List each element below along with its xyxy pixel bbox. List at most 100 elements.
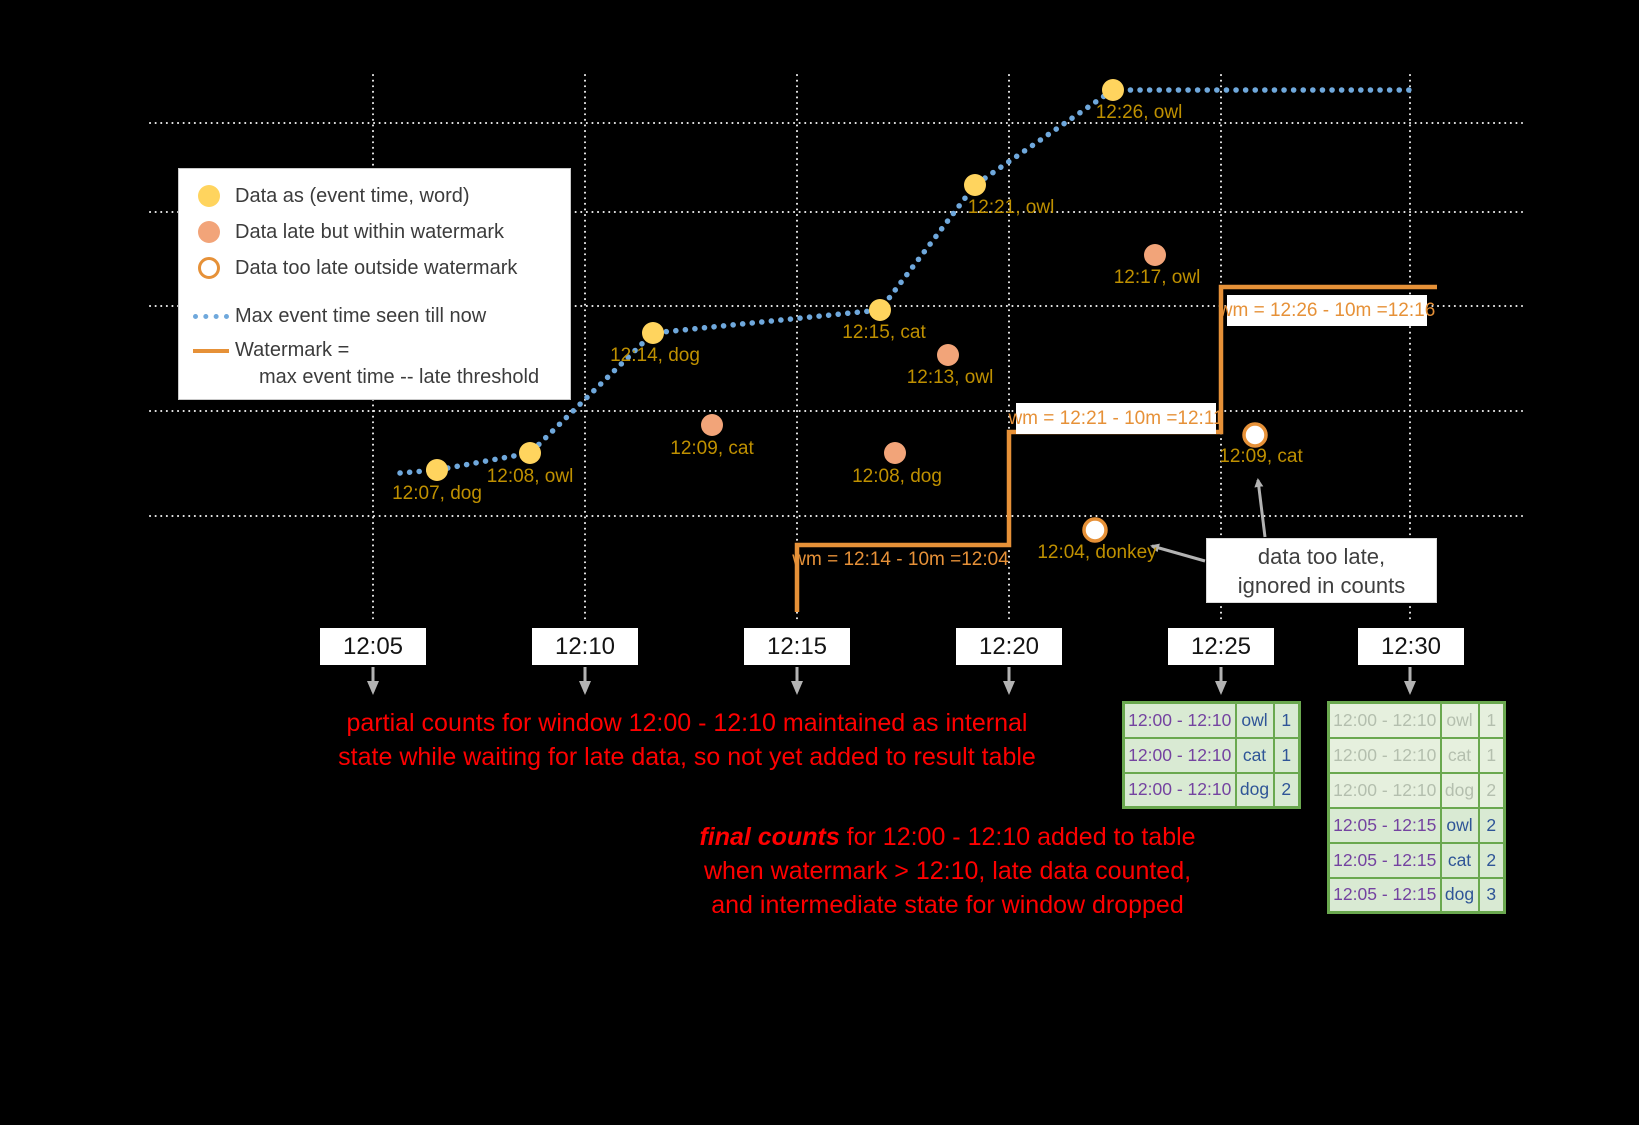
- data-point-ontime: [1102, 79, 1124, 101]
- toolate-arrow: [1150, 543, 1206, 563]
- legend-label: Data too late outside watermark: [235, 256, 518, 279]
- point-label: 12:15, cat: [842, 322, 926, 343]
- word-cell: cat: [1234, 736, 1275, 774]
- point-label: 12:09, cat: [1219, 446, 1303, 467]
- table-row: 12:05 - 12:15 cat 2: [1327, 841, 1506, 879]
- axis-tick-1220: 12:20: [956, 628, 1062, 665]
- point-label: 12:09, cat: [670, 438, 754, 459]
- point-label: 12:21, owl: [967, 197, 1055, 218]
- ontime-dot-swatch: [193, 185, 235, 207]
- point-label: 12:13, owl: [906, 367, 994, 388]
- data-point-ontime: [519, 442, 541, 464]
- watermark-label-2: wm = 12:21 - 10m =12:11: [1008, 403, 1224, 434]
- final-counts-line1: final counts for 12:00 - 12:10 added to …: [620, 820, 1275, 854]
- toolate-arrows: [1150, 478, 1267, 563]
- window-cell: 12:00 - 12:10: [1122, 771, 1237, 809]
- count-cell: 2: [1477, 771, 1506, 809]
- count-cell: 2: [1272, 771, 1301, 809]
- word-cell: owl: [1234, 701, 1275, 739]
- watermark-label-3: wm = 12:26 - 10m =12:16: [1219, 295, 1435, 326]
- point-label: 12:08, owl: [486, 466, 574, 487]
- count-cell: 1: [1477, 701, 1506, 739]
- legend: Data as (event time, word) Data late but…: [178, 168, 571, 400]
- legend-item-watermark: Watermark = max event time -- late thres…: [193, 337, 554, 391]
- legend-label: Watermark = max event time -- late thres…: [235, 337, 539, 391]
- legend-item-max-event-line: Max event time seen till now: [193, 301, 554, 331]
- data-point-toolate: [1242, 422, 1268, 448]
- final-counts-line3: and intermediate state for window droppe…: [711, 891, 1184, 919]
- word-cell: dog: [1439, 771, 1480, 809]
- window-cell: 12:00 - 12:10: [1327, 701, 1442, 739]
- legend-item-toolate: Data too late outside watermark: [193, 253, 554, 283]
- result-table-1230: 12:00 - 12:10 owl 1 12:00 - 12:10 cat 1 …: [1327, 701, 1506, 914]
- word-cell: dog: [1234, 771, 1275, 809]
- legend-label: Data as (event time, word): [235, 184, 470, 207]
- partial-counts-line1: partial counts for window 12:00 - 12:10 …: [346, 709, 1028, 737]
- table-row: 12:00 - 12:10 dog 2: [1122, 771, 1301, 809]
- toolate-dot-swatch: [193, 257, 235, 279]
- axis-tick-1230: 12:30: [1358, 628, 1464, 665]
- point-label: 12:04, donkey: [1037, 542, 1157, 563]
- axis-tick-1210: 12:10: [532, 628, 638, 665]
- ontime-dot-icon: [198, 185, 220, 207]
- too-late-note: data too late, ignored in counts: [1206, 538, 1437, 603]
- count-cell: 2: [1477, 806, 1506, 844]
- solid-line-icon: [193, 349, 229, 353]
- point-label: 12:08, dog: [852, 466, 942, 487]
- legend-label: Max event time seen till now: [235, 304, 487, 327]
- data-point-toolate: [1082, 517, 1108, 543]
- too-late-note-line1: data too late,: [1257, 543, 1386, 569]
- partial-counts-line2: state while waiting for late data, so no…: [338, 743, 1036, 771]
- count-cell: 1: [1272, 701, 1301, 739]
- word-cell: owl: [1439, 701, 1480, 739]
- watermark-line: [794, 284, 1437, 612]
- data-point-late: [937, 344, 959, 366]
- window-cell: 12:00 - 12:10: [1122, 736, 1237, 774]
- too-late-note-line2: ignored in counts: [1237, 572, 1406, 598]
- table-row: 12:00 - 12:10 owl 1: [1122, 701, 1301, 739]
- count-cell: 1: [1477, 736, 1506, 774]
- count-cell: 2: [1477, 841, 1506, 879]
- word-cell: cat: [1439, 841, 1480, 879]
- max-event-line-swatch: [193, 313, 235, 319]
- toolate-arrow: [1254, 478, 1267, 538]
- window-cell: 12:00 - 12:10: [1327, 736, 1442, 774]
- window-cell: 12:05 - 12:15: [1327, 876, 1442, 914]
- final-counts-emphasis: final counts: [699, 823, 840, 851]
- point-label: 12:07, dog: [392, 483, 482, 504]
- legend-item-late: Data late but within watermark: [193, 217, 554, 247]
- count-cell: 1: [1272, 736, 1301, 774]
- data-point-ontime: [869, 299, 891, 321]
- final-counts-note: final counts for 12:00 - 12:10 added to …: [620, 820, 1275, 922]
- watermark-label-1: wm = 12:14 - 10m =12:04: [792, 549, 1009, 570]
- dotted-line-icon: [193, 313, 229, 319]
- legend-spacer: [193, 289, 554, 301]
- window-cell: 12:05 - 12:15: [1327, 806, 1442, 844]
- legend-item-ontime: Data as (event time, word): [193, 181, 554, 211]
- window-cell: 12:00 - 12:10: [1327, 771, 1442, 809]
- point-label: 12:17, owl: [1113, 267, 1201, 288]
- watermark-legend-line1: Watermark =: [235, 339, 350, 361]
- partial-counts-note: partial counts for window 12:00 - 12:10 …: [307, 706, 1067, 774]
- legend-label: Data late but within watermark: [235, 220, 505, 243]
- axis-tick-1205: 12:05: [320, 628, 426, 665]
- data-point-late: [701, 414, 723, 436]
- watermark-legend-line2: max event time -- late threshold: [259, 366, 540, 388]
- point-label: 12:26, owl: [1095, 102, 1183, 123]
- axis-tick-1215: 12:15: [744, 628, 850, 665]
- data-point-ontime: [642, 322, 664, 344]
- word-cell: cat: [1439, 736, 1480, 774]
- table-row: 12:00 - 12:10 cat 1: [1122, 736, 1301, 774]
- data-point-ontime: [426, 459, 448, 481]
- late-dot-icon: [198, 221, 220, 243]
- table-row-dropped: 12:00 - 12:10 owl 1: [1327, 701, 1506, 739]
- data-point-late: [884, 442, 906, 464]
- data-point-ontime: [964, 174, 986, 196]
- count-cell: 3: [1477, 876, 1506, 914]
- final-counts-line1-rest: for 12:00 - 12:10 added to table: [839, 823, 1196, 851]
- table-row: 12:05 - 12:15 dog 3: [1327, 876, 1506, 914]
- table-row: 12:05 - 12:15 owl 2: [1327, 806, 1506, 844]
- point-label: 12:14, dog: [610, 345, 700, 366]
